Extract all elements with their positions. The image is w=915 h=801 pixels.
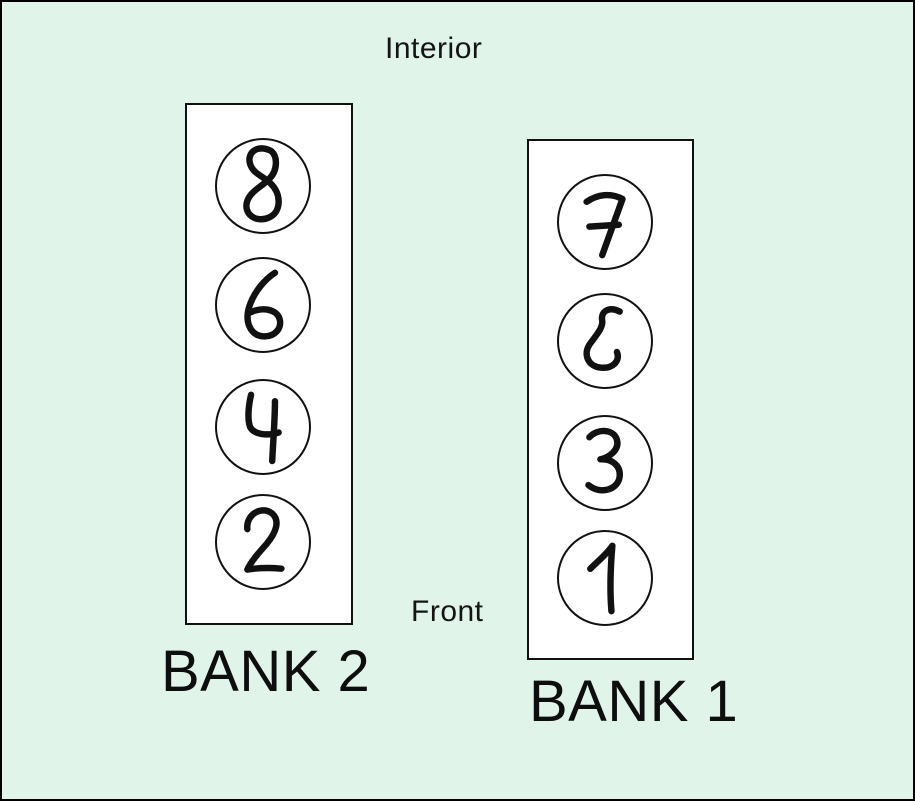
bank-1-label: BANK 1	[529, 669, 739, 734]
handwritten-digit	[244, 269, 284, 340]
handwritten-digit	[583, 191, 626, 259]
interior-label: Interior	[385, 32, 483, 65]
handwritten-digit	[243, 145, 282, 223]
cylinder-circle	[557, 174, 653, 270]
handwritten-digit	[245, 391, 282, 465]
bank-2-label: BANK 2	[161, 639, 371, 704]
cylinder-circle	[557, 530, 653, 626]
handwritten-digit	[244, 507, 285, 573]
cylinder-circle	[557, 415, 653, 511]
cylinder-circle	[215, 379, 311, 475]
handwritten-digit	[585, 427, 623, 494]
cylinder-circle	[557, 293, 653, 389]
handwritten-digit	[583, 306, 623, 371]
cylinder-circle	[215, 257, 311, 353]
bank-1-outline	[527, 139, 694, 660]
handwritten-digit	[587, 542, 616, 615]
front-label: Front	[411, 595, 484, 628]
cylinder-circle	[215, 494, 311, 590]
cylinder-circle	[215, 138, 311, 234]
bank-2-outline	[185, 103, 353, 625]
